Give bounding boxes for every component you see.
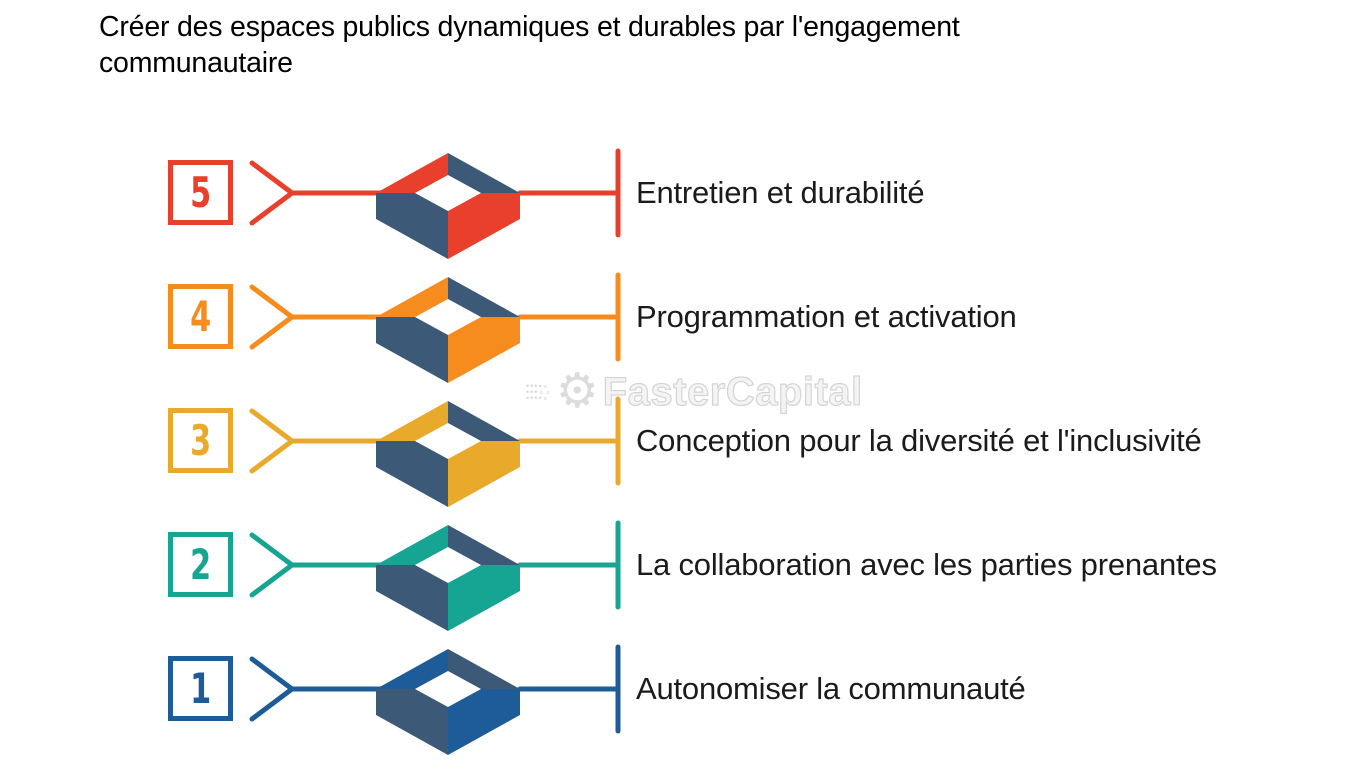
step-label: La collaboration avec les parties prenan…: [636, 547, 1217, 582]
page-title: Créer des espaces publics dynamiques et …: [99, 11, 960, 79]
watermark-dots-pattern: ••••∘ •••∘∘ ••••∘: [526, 381, 552, 403]
step-number: 5: [189, 167, 212, 217]
step-row-5: 5 Entretien et durabilité: [0, 129, 1350, 261]
open-cube-icon: [376, 649, 520, 755]
open-cube-icon: [376, 153, 520, 259]
step-label: Entretien et durabilité: [636, 175, 925, 210]
step-number: 3: [189, 415, 212, 465]
chevron-right-icon: [249, 284, 297, 350]
step-label: Autonomiser la communauté: [636, 671, 1026, 706]
step-label: Programmation et activation: [636, 299, 1017, 334]
step-number-box: 1: [168, 656, 233, 721]
watermark: ••••∘ •••∘∘ ••••∘ ⚙ FasterCapital: [526, 368, 863, 416]
step-number-box: 4: [168, 284, 233, 349]
step-number-box: 3: [168, 408, 233, 473]
open-cube-icon: [376, 277, 520, 383]
open-cube-icon: [376, 525, 520, 631]
step-number: 2: [189, 539, 212, 589]
step-row-2: 2 La collaboration avec les parties pren…: [0, 501, 1350, 633]
step-row-3: 3 Conception pour la diversité et l'incl…: [0, 377, 1350, 509]
step-connector: [249, 644, 621, 755]
chevron-right-icon: [249, 408, 297, 474]
step-connector: [249, 272, 621, 383]
step-number-box: 5: [168, 160, 233, 225]
open-cube-icon: [376, 401, 520, 507]
step-number: 4: [189, 291, 212, 341]
chevron-right-icon: [249, 160, 297, 226]
step-number: 1: [189, 663, 212, 713]
watermark-brand: FasterCapital: [602, 369, 863, 414]
chevron-right-icon: [249, 532, 297, 598]
step-connector: [249, 520, 621, 631]
gear-icon: ⚙: [555, 365, 599, 418]
step-row-4: 4 Programmation et activation: [0, 253, 1350, 385]
step-number-box: 2: [168, 532, 233, 597]
step-connector: [249, 148, 621, 259]
step-label: Conception pour la diversité et l'inclus…: [636, 423, 1202, 458]
chevron-right-icon: [249, 656, 297, 722]
step-row-1: 1 Autonomiser la communauté: [0, 625, 1350, 757]
step-connector: [249, 396, 621, 507]
